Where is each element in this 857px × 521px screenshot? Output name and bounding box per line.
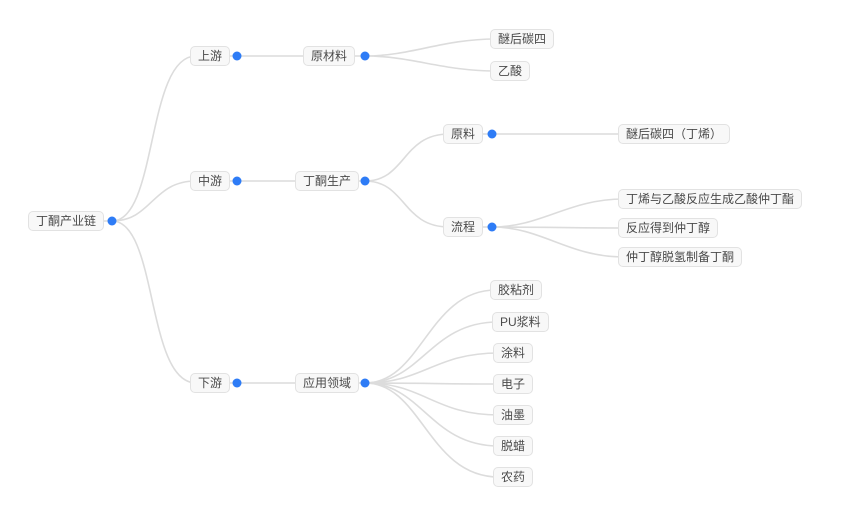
edge (364, 382, 500, 447)
edge (364, 382, 500, 478)
connector-dot-upstream[interactable] (232, 51, 242, 61)
node-pesticide[interactable]: 农药 (493, 467, 534, 487)
connector-dot-midstream[interactable] (232, 176, 242, 186)
node-coating[interactable]: 涂料 (493, 343, 534, 363)
edge (111, 55, 197, 222)
node-process[interactable]: 流程 (443, 217, 484, 237)
edge (111, 220, 197, 384)
node-ink[interactable]: 油墨 (493, 405, 534, 425)
node-electronics[interactable]: 电子 (493, 374, 534, 394)
edge (364, 321, 499, 384)
node-root[interactable]: 丁酮产业链 (28, 211, 105, 231)
node-process-step-2[interactable]: 反应得到仲丁醇 (618, 218, 719, 238)
edge (364, 55, 497, 72)
connector-dot-feedstock[interactable] (487, 129, 497, 139)
edge (491, 226, 625, 258)
node-dewaxing[interactable]: 脱蜡 (493, 436, 534, 456)
connector-dot-raw-materials[interactable] (360, 51, 370, 61)
connector-dot-root[interactable] (107, 216, 117, 226)
edge (491, 198, 625, 228)
node-acetic-acid[interactable]: 乙酸 (490, 61, 531, 81)
edge (364, 382, 500, 385)
edge (364, 180, 450, 228)
node-midstream[interactable]: 中游 (190, 171, 231, 191)
node-process-step-3[interactable]: 仲丁醇脱氢制备丁酮 (618, 247, 743, 267)
connector-dot-mek-production[interactable] (360, 176, 370, 186)
node-application-fields[interactable]: 应用领域 (295, 373, 360, 393)
node-adhesive[interactable]: 胶粘剂 (490, 280, 543, 300)
edge (111, 180, 197, 222)
node-feedstock[interactable]: 原料 (443, 124, 484, 144)
edge (364, 289, 497, 384)
node-ether-after-c4[interactable]: 醚后碳四 (490, 29, 555, 49)
node-raw-materials[interactable]: 原材料 (303, 46, 356, 66)
edge (364, 38, 497, 57)
node-upstream[interactable]: 上游 (190, 46, 231, 66)
node-process-step-1[interactable]: 丁烯与乙酸反应生成乙酸仲丁酯 (618, 189, 803, 209)
connector-dot-application-fields[interactable] (360, 378, 370, 388)
edge (364, 382, 500, 416)
node-mek-production[interactable]: 丁酮生产 (295, 171, 360, 191)
node-ether-after-c4-butene[interactable]: 醚后碳四（丁烯） (618, 124, 731, 144)
edge (364, 133, 450, 182)
edge (364, 352, 500, 384)
edge (491, 226, 625, 229)
node-downstream[interactable]: 下游 (190, 373, 231, 393)
connector-dot-process[interactable] (487, 222, 497, 232)
connector-dot-downstream[interactable] (232, 378, 242, 388)
node-pu-slurry[interactable]: PU浆料 (492, 312, 549, 332)
